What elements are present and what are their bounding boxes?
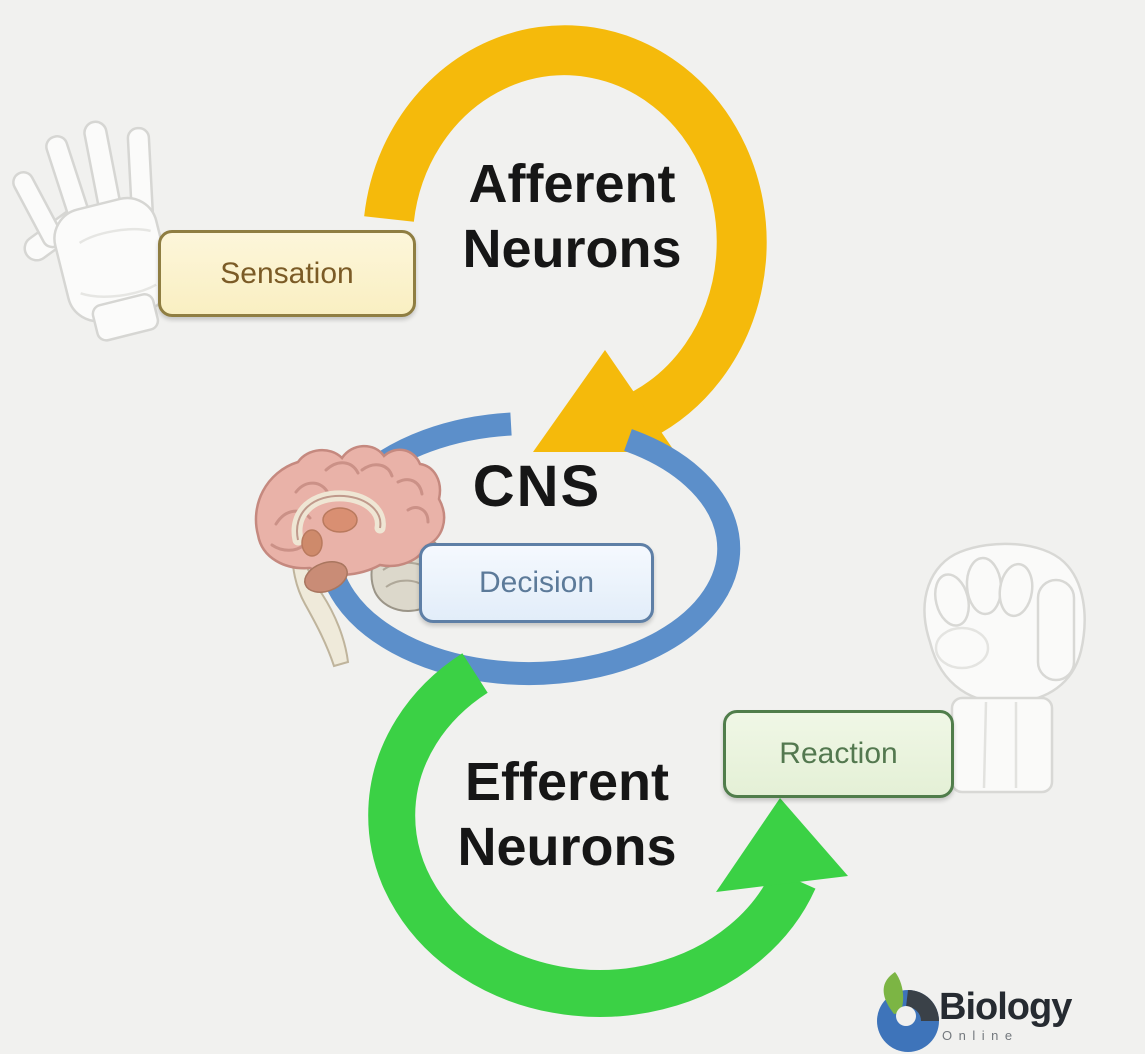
afferent-neurons-heading: Afferent Neurons [407, 152, 737, 282]
logo-subtitle-text: Online [942, 1028, 1019, 1043]
reaction-label-box: Reaction [723, 710, 954, 798]
afferent-line1: Afferent [468, 154, 676, 214]
efferent-arrow [368, 653, 848, 1017]
logo-brand-text: Biology [939, 986, 1072, 1028]
efferent-arrowhead-icon [716, 798, 848, 892]
reaction-label: Reaction [779, 737, 898, 770]
afferent-arrow [364, 25, 767, 452]
open-hand-image [12, 120, 172, 342]
decision-label-box: Decision [419, 543, 654, 623]
afferent-arrowhead-icon [533, 350, 675, 452]
sensation-label: Sensation [220, 256, 354, 290]
efferent-line2: Neurons [457, 816, 677, 877]
fist-hand-image [923, 542, 1086, 794]
sensation-label-box: Sensation [158, 230, 416, 317]
afferent-line2: Neurons [462, 218, 682, 279]
efferent-line1: Efferent [464, 752, 670, 812]
biology-online-logo-icon [877, 972, 939, 1052]
efferent-neurons-heading: Efferent Neurons [402, 750, 732, 880]
cns-heading: CNS [472, 454, 602, 519]
logo-text: Biology Online [939, 986, 1072, 1043]
biology-online-logo: Biology Online [868, 972, 1108, 1052]
decision-label: Decision [478, 566, 595, 599]
